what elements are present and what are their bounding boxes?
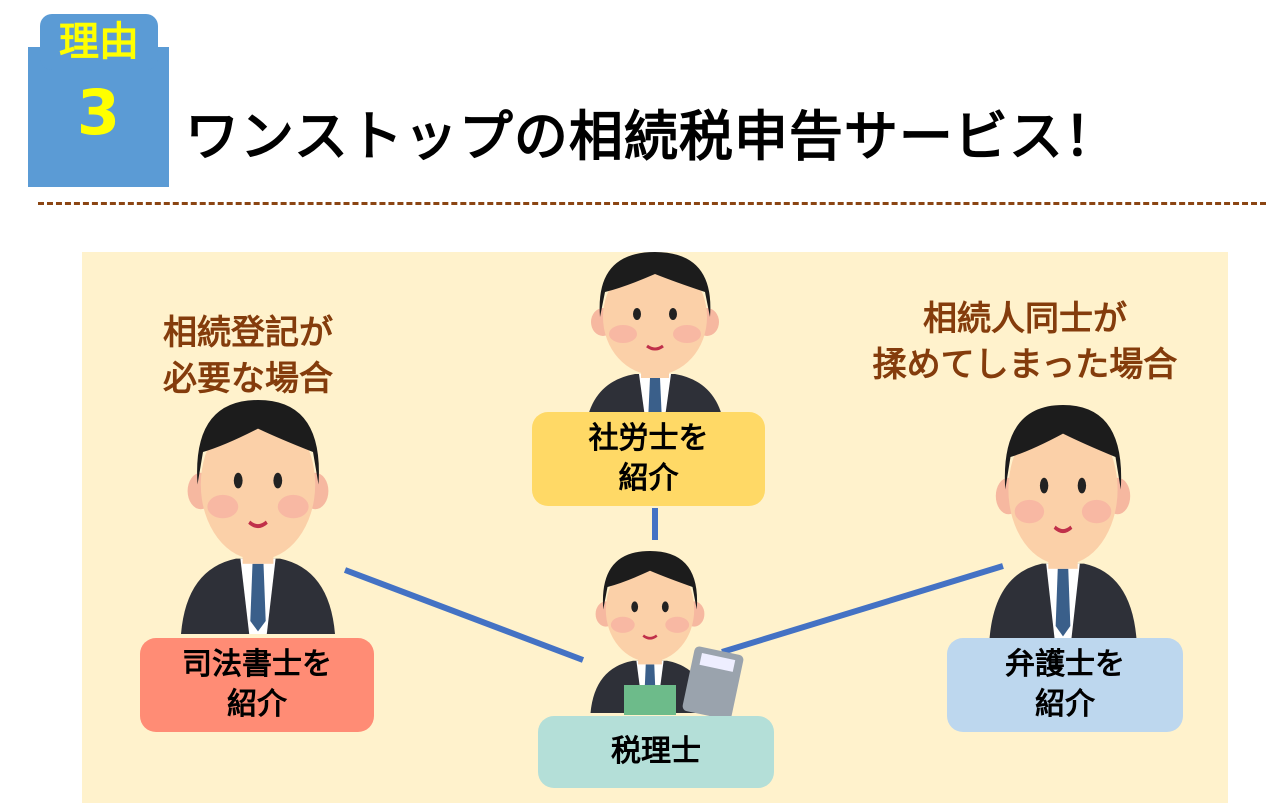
node-judicial-scrivener: 司法書士を 紹介 [140,638,374,732]
page-title: ワンストップの相続税申告サービス！ [185,105,1119,168]
left-heading: 相続登記が 必要な場合 [98,310,398,402]
node-label: 紹介 [618,461,679,496]
badge-label: 理由 [40,14,158,70]
connectors [343,508,1004,663]
node-label: 紹介 [1035,687,1095,722]
right-heading: 相続人同士が 揉めてしまった場合 [825,296,1225,388]
heading-line: 相続人同士が [923,299,1127,339]
heading-line: 必要な場合 [163,359,333,399]
heading-line: 相続登記が [163,313,333,353]
node-labor-consultant: 社労士を 紹介 [532,412,765,506]
calculator-icon [682,646,744,720]
dashed-divider [38,202,1266,205]
heading-line: 揉めてしまった場合 [872,345,1178,385]
connector-right [721,563,1004,655]
badge-number: 3 [76,76,121,149]
person-left-illustration [179,398,337,636]
passbook-icon [624,685,676,715]
person-top-illustration [583,250,727,434]
node-tax-accountant: 税理士 [538,716,774,788]
connector-left [343,567,585,663]
person-right-illustration [987,403,1139,641]
node-label: 紹介 [227,687,287,722]
node-lawyer: 弁護士を 紹介 [947,638,1183,732]
node-label: 弁護士を [1005,647,1125,682]
reason-badge [28,47,169,187]
node-label: 司法書士を [182,647,332,682]
node-label: 税理士 [611,734,701,769]
node-label: 社労士を [588,421,709,456]
